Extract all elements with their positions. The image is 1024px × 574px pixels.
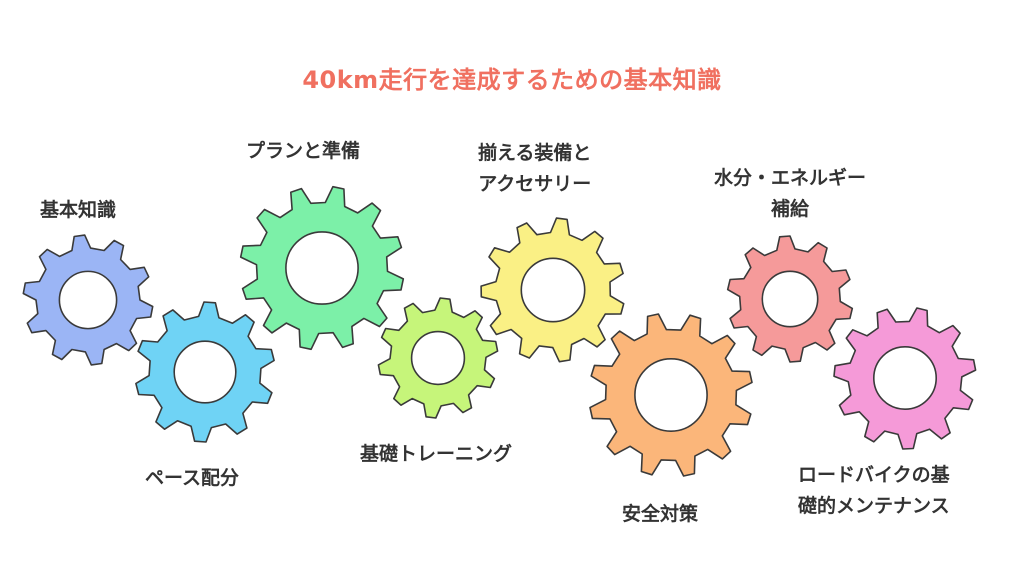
gear-maintenance [833,307,977,450]
label-pace: ペース配分 [145,463,239,494]
page-title: 40km走行を達成するための基本知識 [302,66,722,94]
label-equipment: 揃える装備と アクセサリー [478,138,591,200]
label-line: ロードバイクの基 [798,464,950,486]
label-safety: 安全対策 [622,499,698,530]
label-line: 基本知識 [40,199,117,221]
label-line: 揃える装備と [478,142,592,164]
gear-hydration [726,235,854,363]
label-basic-knowledge: 基本知識 [40,195,116,226]
label-line: 補給 [771,198,810,220]
label-hydration: 水分・エネルギー 補給 [714,163,866,225]
gear-basic-knowledge [22,234,154,366]
label-line: 基礎トレーニング [360,443,513,465]
gear-equipment [480,217,625,363]
label-maintenance: ロードバイクの基 礎的メンテナンス [798,460,950,522]
gear-pace [135,301,275,443]
label-line: 水分・エネルギー [714,167,867,189]
gear-safety [589,313,753,477]
label-training: 基礎トレーニング [360,439,512,470]
label-plan: プランと準備 [246,136,360,167]
label-line: 礎的メンテナンス [798,495,950,517]
gear-training [377,297,499,419]
gear-plan [239,185,405,351]
label-line: ペース配分 [145,467,240,489]
label-line: プランと準備 [246,140,361,162]
label-line: 安全対策 [622,503,699,525]
label-line: アクセサリー [478,173,592,195]
